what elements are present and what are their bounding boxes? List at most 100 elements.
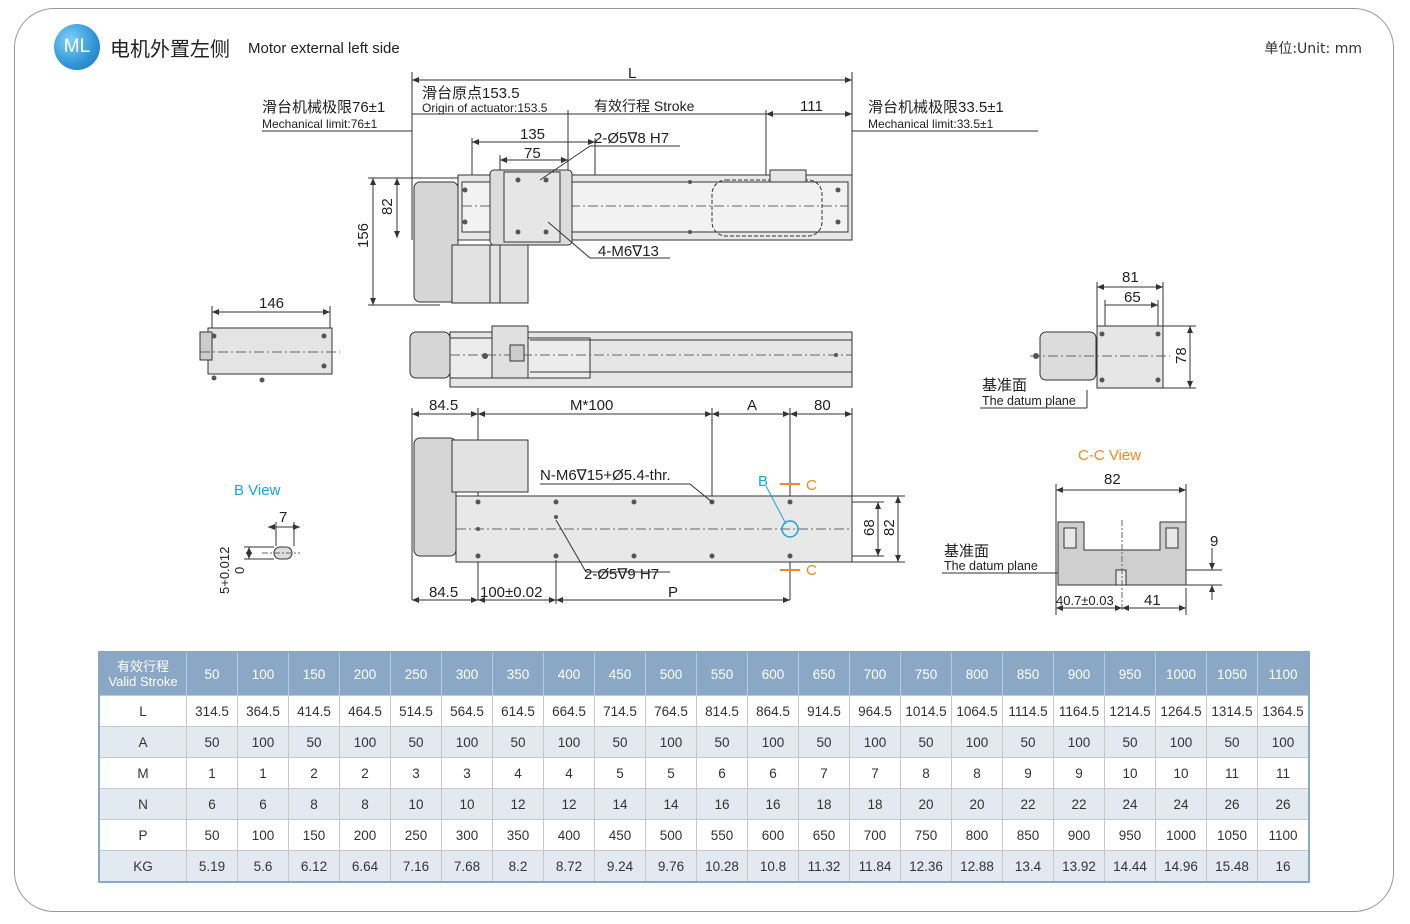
table-cell: 12.88 bbox=[951, 850, 1003, 883]
row-label: A bbox=[98, 726, 187, 758]
table-cell: 8 bbox=[951, 757, 1003, 789]
table-cell: 100 bbox=[645, 726, 697, 758]
table-cell: 650 bbox=[798, 819, 850, 851]
left-limit-cn: 滑台机械极限76±1 bbox=[262, 99, 385, 116]
table-cell: 6 bbox=[237, 788, 289, 820]
c-marker-top: C bbox=[806, 477, 817, 494]
page-title-en: Motor external left side bbox=[248, 40, 400, 57]
c-marker-bottom: C bbox=[806, 562, 817, 579]
table-cell: 10 bbox=[1155, 757, 1207, 789]
table-cell: 5 bbox=[594, 757, 646, 789]
table-cell: 914.5 bbox=[798, 695, 850, 727]
header-stroke-cell: 850 bbox=[1002, 651, 1054, 696]
table-cell: 14.96 bbox=[1155, 850, 1207, 883]
datum-cn-cc: 基准面 bbox=[944, 543, 989, 560]
row-label: N bbox=[98, 788, 187, 820]
header-stroke-cell: 1050 bbox=[1206, 651, 1258, 696]
header-stroke-cell: 250 bbox=[390, 651, 442, 696]
table-cell: 1 bbox=[186, 757, 238, 789]
table-cell: 6.12 bbox=[288, 850, 340, 883]
table-cell: 24 bbox=[1104, 788, 1156, 820]
table-cell: 1264.5 bbox=[1155, 695, 1207, 727]
row-label: L bbox=[98, 695, 187, 727]
table-cell: 13.92 bbox=[1053, 850, 1105, 883]
table-cell: 16 bbox=[1257, 850, 1310, 883]
table-cell: 950 bbox=[1104, 819, 1156, 851]
header-cn: 有效行程 bbox=[116, 659, 169, 674]
table-cell: 350 bbox=[492, 819, 544, 851]
table-cell: 400 bbox=[543, 819, 595, 851]
table-cell: 6 bbox=[186, 788, 238, 820]
header-stroke-cell: 950 bbox=[1104, 651, 1156, 696]
header-stroke-cell: 750 bbox=[900, 651, 952, 696]
table-cell: 8 bbox=[900, 757, 952, 789]
table-cell: 10.8 bbox=[747, 850, 799, 883]
right-limit-cn: 滑台机械极限33.5±1 bbox=[868, 99, 1004, 116]
table-cell: 50 bbox=[594, 726, 646, 758]
m6-holes: 4-M6∇13 bbox=[598, 243, 659, 260]
dim-L: L bbox=[628, 65, 636, 82]
table-cell: 314.5 bbox=[186, 695, 238, 727]
table-cell: 4 bbox=[492, 757, 544, 789]
table-cell: 414.5 bbox=[288, 695, 340, 727]
table-cell: 12 bbox=[492, 788, 544, 820]
table-cell: 200 bbox=[339, 819, 391, 851]
table-cell: 1014.5 bbox=[900, 695, 952, 727]
stroke-label: 有效行程 Stroke bbox=[594, 98, 695, 114]
table-cell: 100 bbox=[339, 726, 391, 758]
table-cell: 1050 bbox=[1206, 819, 1258, 851]
header-stroke-cell: 50 bbox=[186, 651, 238, 696]
table-cell: 1314.5 bbox=[1206, 695, 1258, 727]
table-cell: 10 bbox=[390, 788, 442, 820]
dim-84-5-bottom: 84.5 bbox=[429, 584, 458, 601]
dim-68: 68 bbox=[861, 519, 878, 536]
top-view bbox=[262, 72, 1038, 306]
table-cell: 700 bbox=[849, 819, 901, 851]
nm6-holes: N-M6∇15+Ø5.4-thr. bbox=[540, 467, 671, 484]
dim-78: 78 bbox=[1173, 347, 1190, 364]
bottom-view bbox=[411, 408, 905, 604]
header-stroke-cell: 300 bbox=[441, 651, 493, 696]
table-cell: 300 bbox=[441, 819, 493, 851]
dim-7: 7 bbox=[279, 509, 287, 526]
table-cell: 1064.5 bbox=[951, 695, 1003, 727]
table-cell: 50 bbox=[696, 726, 748, 758]
table-cell: 850 bbox=[1002, 819, 1054, 851]
header-stroke-cell: 150 bbox=[288, 651, 340, 696]
table-cell: 1 bbox=[237, 757, 289, 789]
dim-75: 75 bbox=[524, 145, 541, 162]
table-cell: 50 bbox=[900, 726, 952, 758]
table-cell: 11 bbox=[1257, 757, 1310, 789]
header-stroke-cell: 200 bbox=[339, 651, 391, 696]
header-stroke-cell: 500 bbox=[645, 651, 697, 696]
row-label: KG bbox=[98, 850, 187, 883]
table-cell: 9.76 bbox=[645, 850, 697, 883]
dim-41: 41 bbox=[1144, 592, 1161, 609]
datum-cn-right: 基准面 bbox=[982, 377, 1027, 394]
b-view bbox=[244, 522, 300, 560]
datum-en-cc: The datum plane bbox=[944, 559, 1038, 573]
end-view-right bbox=[980, 282, 1196, 409]
pin-holes-bottom: 2-Ø5∇9 H7 bbox=[584, 566, 659, 583]
table-cell: 550 bbox=[696, 819, 748, 851]
table-cell: 10 bbox=[1104, 757, 1156, 789]
table-cell: 9 bbox=[1053, 757, 1105, 789]
header-en: Valid Stroke bbox=[108, 674, 178, 689]
table-cell: 7.16 bbox=[390, 850, 442, 883]
table-cell: 900 bbox=[1053, 819, 1105, 851]
table-cell: 2 bbox=[339, 757, 391, 789]
table-cell: 1100 bbox=[1257, 819, 1310, 851]
right-limit-en: Mechanical limit:33.5±1 bbox=[868, 117, 994, 131]
table-cell: 26 bbox=[1206, 788, 1258, 820]
table-cell: 10.28 bbox=[696, 850, 748, 883]
table-cell: 12 bbox=[543, 788, 595, 820]
table-cell: 20 bbox=[951, 788, 1003, 820]
table-cell: 50 bbox=[288, 726, 340, 758]
table-cell: 8.72 bbox=[543, 850, 595, 883]
